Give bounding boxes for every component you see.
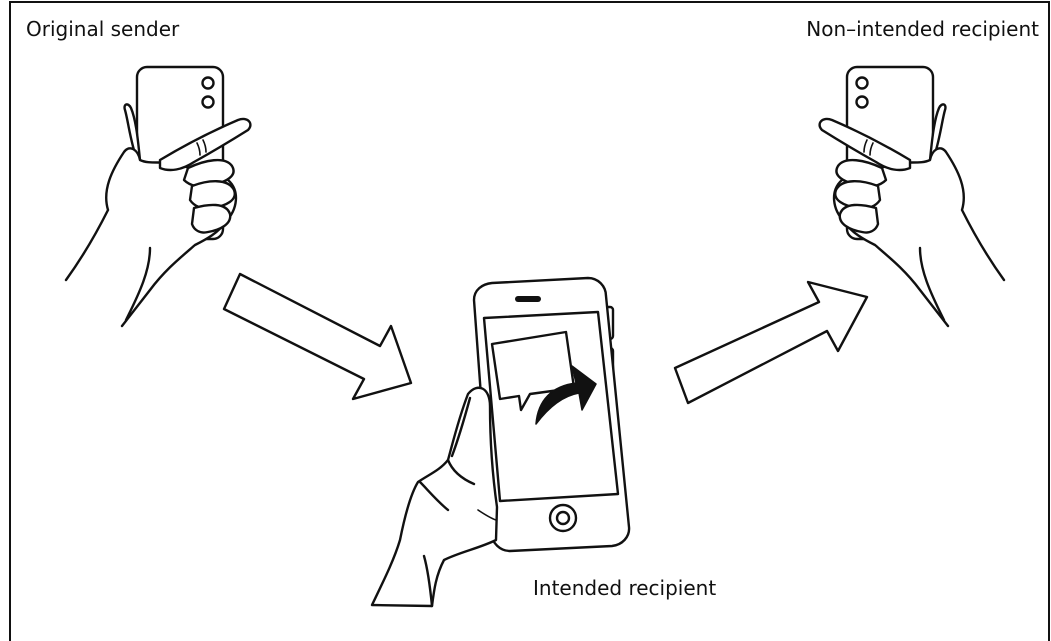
- diagram-canvas: [64, 65, 1006, 608]
- label-non-intended-recipient: Non–intended recipient: [806, 17, 1039, 41]
- label-intended-recipient: Intended recipient: [533, 576, 717, 600]
- figure-frame: [9, 1, 1050, 641]
- non-intended-hand-phone-icon: [818, 65, 1006, 328]
- forward-arrow-icon: [535, 365, 597, 425]
- arrow-intended-to-non-intended-icon: [673, 280, 869, 405]
- intended-recipient-hand-icon: [370, 386, 499, 608]
- label-original-sender: Original sender: [26, 17, 180, 41]
- sender-hand-phone-icon: [64, 65, 252, 328]
- arrow-sender-to-intended-icon: [222, 272, 413, 401]
- intended-recipient-phone-icon: [472, 276, 631, 553]
